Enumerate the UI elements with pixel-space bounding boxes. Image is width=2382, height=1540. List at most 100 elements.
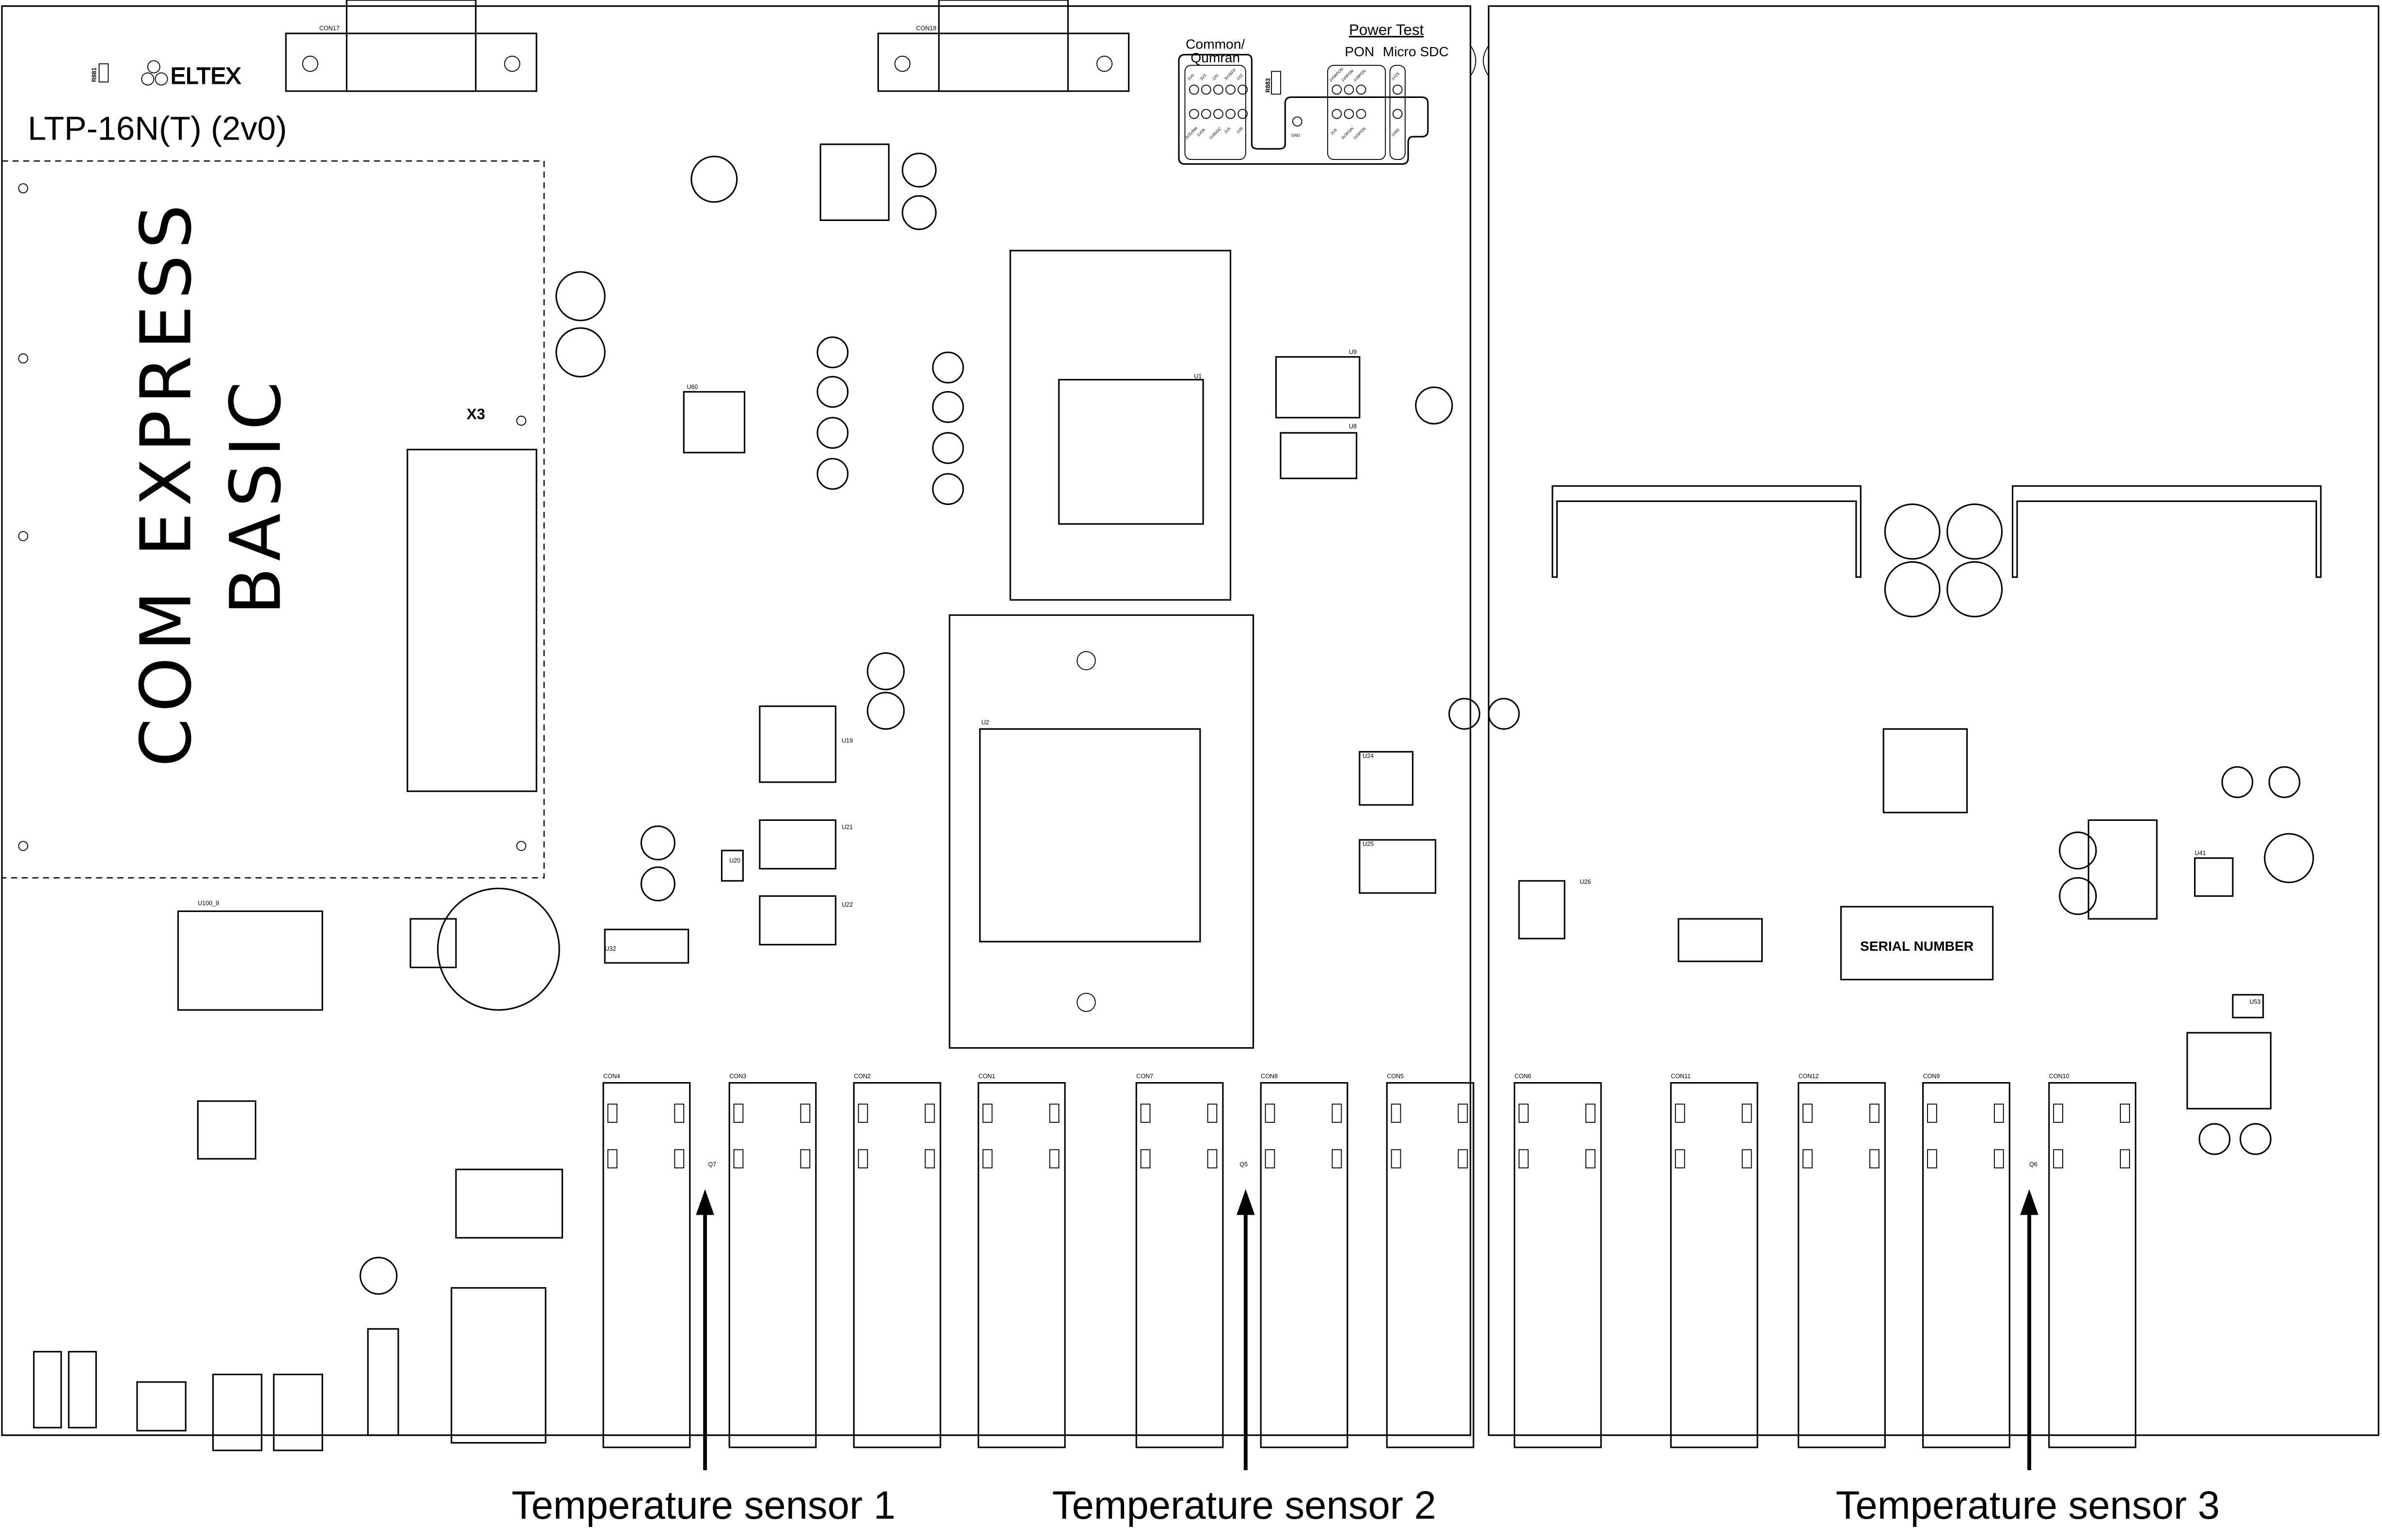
svg-text:1V8S: 1V8S xyxy=(1391,127,1401,138)
chip-labels: U1 U2 U8 U9 U19 U20 U21 U22 U24 U25 U26 … xyxy=(198,348,2260,1005)
port-label: CON11 xyxy=(1671,1073,1691,1080)
svg-text:1V0DDC: 1V0DDC xyxy=(1208,126,1222,141)
svg-text:1V8PON: 1V8PON xyxy=(1353,69,1367,83)
chip-label: U20 xyxy=(729,857,740,864)
svg-text:CON17: CON17 xyxy=(319,25,340,32)
temperature-sensor-label: Temperature sensor 3 xyxy=(1836,1483,2220,1527)
port-label: CON6 xyxy=(1515,1073,1532,1080)
chip-label: U100_9 xyxy=(198,900,219,907)
r883-label: R883 xyxy=(1265,78,1271,93)
chip-u22 xyxy=(759,895,837,945)
sfp-port-con7: CON7 xyxy=(1135,1073,1224,1448)
chip-u19 xyxy=(759,705,837,783)
temperature-sensor-3: Temperature sensor 3 Q6 xyxy=(1836,1161,2220,1527)
svg-text:Q7: Q7 xyxy=(708,1161,716,1168)
serial-number-box xyxy=(1840,906,1994,981)
sfp-port-con12: CON12 xyxy=(1798,1073,1886,1448)
board-outline-right xyxy=(1488,5,2380,1436)
chip-u24 xyxy=(1359,751,1414,806)
chip-label: U1 xyxy=(1194,373,1202,379)
svg-text:12V: 12V xyxy=(1211,73,1220,81)
port-label: CON12 xyxy=(1799,1073,1819,1080)
svg-text:3V3PON: 3V3PON xyxy=(1340,126,1354,141)
chip-u41 xyxy=(2194,857,2234,897)
port-label: CON1 xyxy=(978,1073,995,1080)
svg-text:PON: PON xyxy=(1345,44,1374,59)
svg-text:Qumran: Qumran xyxy=(1191,49,1240,65)
chip-label: U2 xyxy=(981,719,989,726)
chip-label: U9 xyxy=(1349,348,1357,355)
sfp-port-con6: CON6 xyxy=(1514,1073,1602,1448)
chip-u60 xyxy=(683,391,746,454)
chip-u53 xyxy=(2232,994,2264,1019)
temperature-sensor-label: Temperature sensor 2 xyxy=(1052,1483,1436,1527)
temperature-sensor-1: Temperature sensor 1 Q7 xyxy=(512,1161,895,1527)
chip-u32 xyxy=(604,928,690,964)
battery-bt1 xyxy=(437,887,560,1011)
basic-label: BASIC xyxy=(215,375,297,615)
chip-u1 xyxy=(1009,250,1232,601)
svg-text:3V3VRM: 3V3VRM xyxy=(1184,126,1199,141)
module-connector-x3 xyxy=(407,449,537,792)
power-test-block: Power Test Common/ Qumran PON Micro SDC … xyxy=(1178,21,1449,165)
capacitors xyxy=(360,152,2314,1295)
inductor-l54 xyxy=(2087,819,2158,920)
svg-text:Power Test: Power Test xyxy=(1349,21,1424,38)
resistor-r881 xyxy=(98,63,109,83)
chip-label: U8 xyxy=(1349,423,1357,430)
svg-text:Q5: Q5 xyxy=(1239,1161,1248,1168)
chip-u21 xyxy=(759,819,837,870)
svg-text:1V5PON: 1V5PON xyxy=(1353,126,1367,141)
svg-text:1V2: 1V2 xyxy=(1236,73,1244,81)
svg-text:CON18: CON18 xyxy=(916,25,937,32)
chip-label: U53 xyxy=(2249,999,2260,1006)
port-label: CON7 xyxy=(1136,1073,1153,1080)
svg-text:5V0: 5V0 xyxy=(1187,73,1195,81)
sfp-port-con5: CON5 xyxy=(1386,1073,1474,1448)
eltex-logo: ELTEX xyxy=(141,60,241,89)
r881-label: R881 xyxy=(91,67,97,82)
temperature-sensor-2: Temperature sensor 2 Q5 xyxy=(1052,1161,1436,1527)
port-label: CON9 xyxy=(1923,1073,1940,1080)
top-connector-con18: CON18 xyxy=(877,0,1130,92)
board-model: LTP-16N(T) (2v0) xyxy=(28,110,287,147)
sfp-port-con4: CON4 xyxy=(602,1073,691,1448)
svg-text:Common/: Common/ xyxy=(1186,36,1245,51)
sfp-port-con2: CON2 xyxy=(853,1073,941,1448)
svg-text:3V3: 3V3 xyxy=(1199,73,1207,81)
chip-u26 xyxy=(1518,880,1566,940)
chip-label: U21 xyxy=(842,824,853,831)
connector-con15 xyxy=(1551,485,1862,578)
svg-text:Q6: Q6 xyxy=(2029,1161,2037,1168)
port-label: CON8 xyxy=(1261,1073,1278,1080)
top-connector-con17: CON17 xyxy=(285,0,537,92)
chip-label: U22 xyxy=(842,901,853,908)
x3-label: X3 xyxy=(467,406,485,423)
sfp-port-con8: CON8 xyxy=(1260,1073,1348,1448)
chip-u2 xyxy=(949,614,1254,1049)
com-express-label: COM EXPRESS xyxy=(125,198,207,767)
serial-number-label: SERIAL NUMBER xyxy=(1860,938,1974,954)
sfp-port-con11: CON11 xyxy=(1670,1073,1758,1448)
resistor-r883 xyxy=(1271,71,1281,95)
temperature-sensors: Temperature sensor 1 Q7 Temperature sens… xyxy=(512,1161,2220,1527)
chip-label: U24 xyxy=(1363,753,1374,759)
svg-text:GND: GND xyxy=(1291,133,1300,138)
chip-label: U32 xyxy=(605,945,616,952)
port-label: CON4 xyxy=(603,1073,620,1080)
sfp-port-con9: CON9 xyxy=(1922,1073,2010,1448)
svg-text:1V2S: 1V2S xyxy=(1391,71,1401,81)
port-label: CON2 xyxy=(854,1073,871,1080)
chip-u9 xyxy=(1275,356,1361,419)
sfp-port-con1: CON1 xyxy=(977,1073,1066,1448)
svg-text:2V9: 2V9 xyxy=(1330,127,1338,136)
chip-label: U26 xyxy=(1580,879,1591,885)
chip-label: U41 xyxy=(2195,850,2206,857)
board-outline-main xyxy=(1,5,1472,1436)
com-express-area xyxy=(1,160,545,879)
port-label: CON5 xyxy=(1387,1073,1404,1080)
sfp-port-con10: CON10 xyxy=(2048,1073,2136,1448)
chip-label: U25 xyxy=(1363,841,1374,848)
sfp-port-con3: CON3 xyxy=(728,1073,817,1448)
chip-u100 xyxy=(177,910,323,1011)
